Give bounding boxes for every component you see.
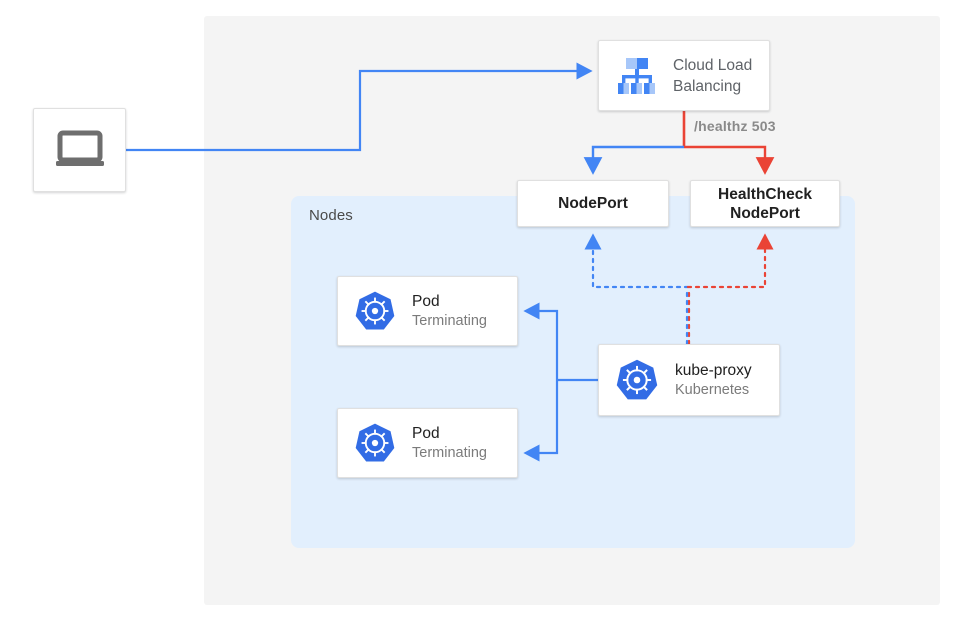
laptop-icon bbox=[54, 130, 106, 170]
pod-title-2: Pod bbox=[412, 424, 440, 442]
kube-proxy-title: kube-proxy bbox=[675, 361, 752, 379]
kubernetes-icon bbox=[354, 422, 396, 464]
kube-proxy-text: kube-proxy Kubernetes bbox=[675, 361, 752, 400]
kube-proxy-subtitle: Kubernetes bbox=[675, 381, 750, 398]
kube-proxy-card: kube-proxy Kubernetes bbox=[598, 344, 780, 416]
pod-text-1: Pod Terminating bbox=[412, 292, 487, 331]
nodeport-card: NodePort bbox=[517, 180, 669, 227]
kubernetes-icon bbox=[615, 358, 659, 402]
healthcheck-nodeport-label: HealthCheck NodePort bbox=[718, 185, 812, 222]
nodes-panel-label: Nodes bbox=[309, 207, 353, 224]
cloud-load-balancing-label: Cloud Load Balancing bbox=[673, 56, 753, 95]
pod-text-2: Pod Terminating bbox=[412, 424, 487, 463]
kubernetes-icon bbox=[354, 290, 396, 332]
nodeport-label: NodePort bbox=[558, 195, 628, 212]
client-card bbox=[33, 108, 126, 192]
pod-card-1: Pod Terminating bbox=[337, 276, 518, 346]
cloud-load-balancing-card: Cloud Load Balancing bbox=[598, 40, 770, 111]
pod-status-2: Terminating bbox=[412, 444, 487, 461]
pod-card-2: Pod Terminating bbox=[337, 408, 518, 478]
pod-title-1: Pod bbox=[412, 292, 440, 310]
healthcheck-nodeport-card: HealthCheck NodePort bbox=[690, 180, 840, 227]
pod-status-1: Terminating bbox=[412, 312, 487, 329]
cloud-load-balancing-icon bbox=[613, 55, 659, 97]
healthz-status-label: /healthz 503 bbox=[694, 118, 776, 134]
